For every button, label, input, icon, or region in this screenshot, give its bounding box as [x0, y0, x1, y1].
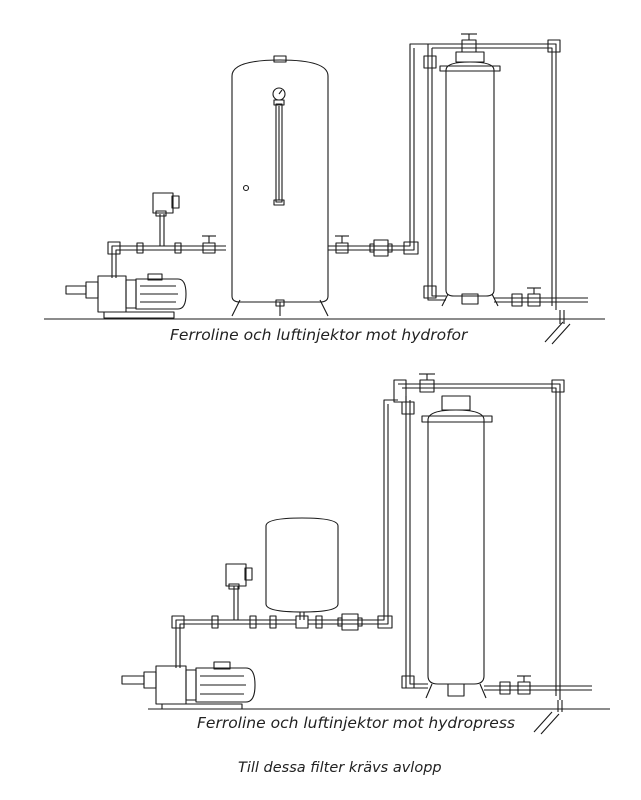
pipe [428, 43, 557, 310]
fitting [269, 615, 277, 629]
pipe [405, 396, 428, 689]
fitting [249, 615, 257, 629]
fitting [171, 615, 185, 629]
caption-drain-note: Till dessa filter krävs avlopp [238, 760, 442, 776]
ball-valve-icon [419, 373, 435, 393]
ball-valve-icon [335, 235, 349, 254]
pump-motor-icon [121, 661, 256, 710]
filter-tank-icon [421, 395, 493, 699]
air-injector-icon [337, 613, 363, 631]
drain-pipe-icon [557, 700, 563, 712]
fitting [499, 681, 511, 695]
pipe [111, 245, 226, 278]
fitting [315, 615, 323, 629]
pipe [409, 400, 428, 685]
pipe [328, 48, 415, 251]
fitting [403, 241, 419, 255]
pressure-tank-icon [231, 55, 329, 317]
pressure-gauge-icon [272, 87, 286, 101]
air-injector-icon [369, 239, 393, 257]
fitting [107, 241, 121, 255]
fitting [423, 55, 437, 69]
fitting [377, 615, 393, 629]
pressure-switch-icon [225, 563, 253, 620]
floor-hatch [544, 321, 571, 345]
pressure-switch-icon [152, 192, 180, 246]
fitting [511, 293, 523, 307]
fitting [174, 242, 182, 254]
fitting [401, 401, 415, 415]
fitting [551, 379, 565, 393]
pipe [115, 249, 226, 278]
filter-tank-icon [439, 51, 501, 307]
ball-valve-icon [461, 33, 477, 53]
fitting [423, 285, 437, 299]
pipe [328, 43, 428, 247]
pipe [398, 383, 561, 700]
ball-valve-icon [202, 235, 216, 254]
drain-pipe-icon [559, 310, 565, 324]
fitting [295, 615, 309, 629]
pipe [175, 619, 296, 668]
fitting [136, 242, 144, 254]
fitting [393, 379, 407, 403]
pipe [402, 387, 557, 696]
caption-hydropress: Ferroline och luftinjektor mot hydropres… [197, 714, 515, 732]
diagram-hydropress [121, 373, 610, 735]
pump-motor-icon [65, 273, 187, 319]
diagram-hydrofor [44, 33, 605, 345]
pipe [179, 623, 296, 668]
pipe [427, 44, 446, 301]
ball-valve-icon [517, 675, 531, 695]
drain-pipe-icon [494, 297, 588, 303]
ball-valve-icon [527, 287, 541, 307]
fitting [211, 615, 219, 629]
pipe [308, 404, 389, 625]
pressure-tank-icon [265, 517, 339, 620]
caption-hydrofor: Ferroline och luftinjektor mot hydrofor [170, 326, 468, 344]
pipe [432, 47, 553, 306]
drain-pipe-icon [484, 685, 592, 691]
floor-hatch [533, 711, 560, 735]
pipe [308, 399, 398, 621]
fitting [547, 39, 561, 53]
fitting [401, 675, 415, 689]
pipe [431, 48, 446, 297]
